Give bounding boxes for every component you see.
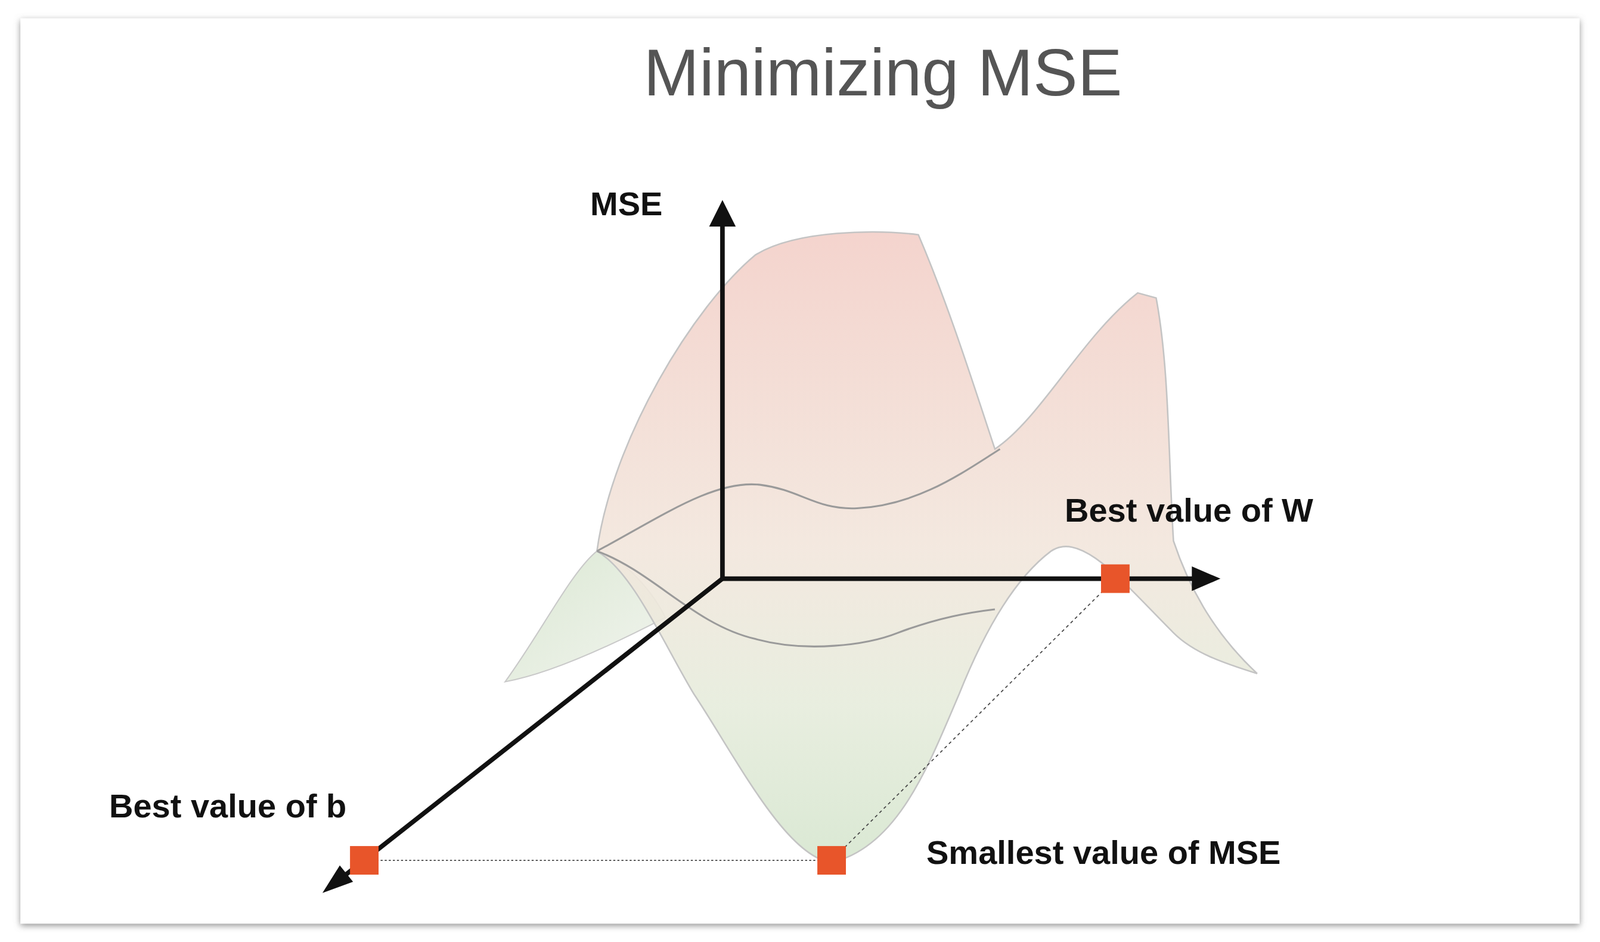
axis-arrowhead xyxy=(709,200,737,228)
guide-line xyxy=(364,859,832,861)
slide-title: Minimizing MSE xyxy=(643,39,1123,107)
marker-square xyxy=(349,845,379,875)
guide-line xyxy=(831,578,1116,861)
axis-arrowhead xyxy=(1191,566,1221,591)
marker-square xyxy=(817,845,846,875)
point-label: Smallest value of MSE xyxy=(926,835,1281,870)
surface-contour xyxy=(596,448,1000,551)
mse-axis xyxy=(720,219,725,579)
error-surface xyxy=(596,231,1257,862)
b-axis xyxy=(341,578,722,879)
slide-frame xyxy=(20,18,1580,924)
axis-label: Best value of b xyxy=(109,789,347,823)
axis-label: Best value of W xyxy=(1064,493,1314,527)
axis-arrowhead xyxy=(322,865,353,893)
axis-label: MSE xyxy=(590,187,663,221)
marker-square xyxy=(1101,564,1130,594)
